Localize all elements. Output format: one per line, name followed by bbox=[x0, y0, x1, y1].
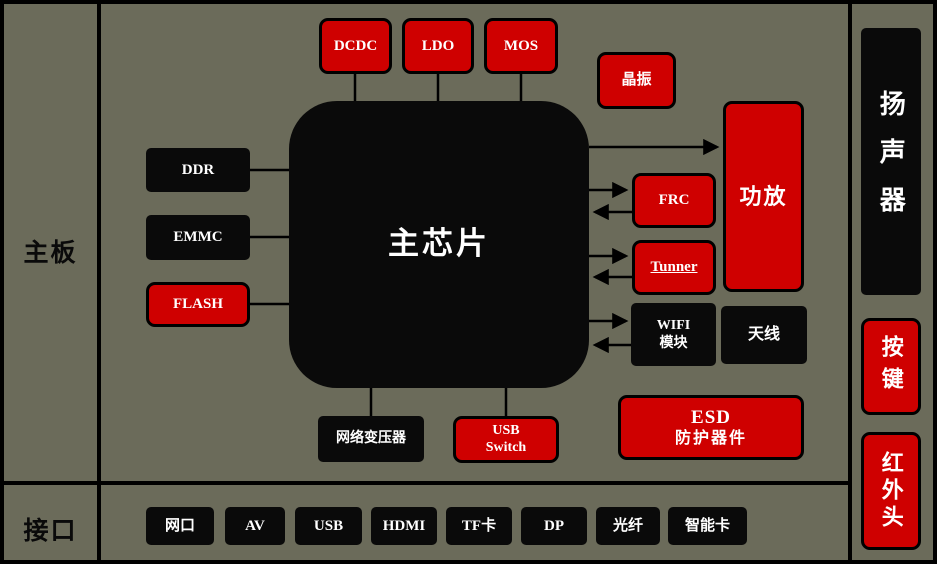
interface-item-tf-card: TF卡 bbox=[446, 507, 512, 545]
flash-label: FLASH bbox=[172, 296, 223, 313]
main-chip-block: 主芯片 bbox=[289, 101, 589, 388]
network-transformer-block: 网络变压器 bbox=[318, 416, 424, 462]
ldo-label: LDO bbox=[421, 37, 455, 54]
mos-block: MOS bbox=[484, 18, 558, 74]
ir-receiver-label: 红外头 bbox=[878, 450, 904, 532]
keys-label: 按键 bbox=[878, 334, 904, 399]
interface-item-label: DP bbox=[544, 517, 564, 534]
flash-block: FLASH bbox=[146, 282, 250, 327]
frc-label: FRC bbox=[658, 192, 690, 209]
usb-switch-label-line1: USB bbox=[492, 423, 520, 439]
speaker-block: 扬声器 bbox=[861, 28, 921, 295]
divider-right-column bbox=[848, 4, 852, 560]
ldo-block: LDO bbox=[402, 18, 474, 74]
interface-item-lan: 网口 bbox=[146, 507, 214, 545]
board-section-label: 主板 bbox=[23, 239, 78, 267]
ddr-block: DDR bbox=[146, 148, 250, 192]
divider-left-column bbox=[97, 4, 101, 560]
interface-item-label: AV bbox=[245, 517, 265, 534]
interface-section-label: 接口 bbox=[23, 517, 78, 545]
ddr-label: DDR bbox=[181, 161, 215, 178]
ir-receiver-block: 红外头 bbox=[861, 432, 921, 550]
emmc-block: EMMC bbox=[146, 215, 250, 260]
keys-block: 按键 bbox=[861, 318, 921, 415]
antenna-label: 天线 bbox=[747, 326, 780, 343]
amplifier-label: 功放 bbox=[739, 183, 788, 209]
emmc-label: EMMC bbox=[173, 229, 223, 246]
interface-item-label: TF卡 bbox=[461, 517, 497, 534]
dcdc-block: DCDC bbox=[319, 18, 392, 74]
amplifier-block: 功放 bbox=[723, 101, 804, 292]
interface-item-label: 网口 bbox=[164, 517, 195, 534]
tuner-block: Tunner bbox=[632, 240, 716, 295]
interface-item-usb: USB bbox=[295, 507, 362, 545]
crystal-oscillator-label: 晶振 bbox=[621, 72, 652, 89]
interface-item-smart-card: 智能卡 bbox=[668, 507, 747, 545]
interface-item-label: USB bbox=[313, 517, 344, 534]
wifi-module-label-line2: 模块 bbox=[659, 335, 688, 351]
interface-item-label: HDMI bbox=[382, 517, 426, 534]
divider-interface-row bbox=[4, 481, 852, 485]
tuner-label: Tunner bbox=[650, 259, 698, 276]
speaker-label: 扬声器 bbox=[876, 89, 907, 234]
dcdc-label: DCDC bbox=[333, 37, 378, 54]
crystal-oscillator-block: 晶振 bbox=[597, 52, 676, 109]
esd-protection-block: ESD 防护器件 bbox=[618, 395, 804, 460]
esd-label-line2: 防护器件 bbox=[674, 430, 747, 448]
interface-item-hdmi: HDMI bbox=[371, 507, 437, 545]
mos-label: MOS bbox=[503, 37, 539, 54]
frc-block: FRC bbox=[632, 173, 716, 228]
interface-item-av: AV bbox=[225, 507, 285, 545]
wifi-module-label-line1: WIFI bbox=[656, 318, 691, 333]
esd-label-line1: ESD bbox=[691, 406, 731, 428]
wifi-module-block: WIFI 模块 bbox=[631, 303, 716, 366]
interface-item-dp: DP bbox=[521, 507, 587, 545]
antenna-block: 天线 bbox=[721, 306, 807, 364]
interface-item-optical: 光纤 bbox=[596, 507, 660, 545]
main-chip-label: 主芯片 bbox=[388, 226, 490, 262]
interface-item-label: 智能卡 bbox=[684, 517, 730, 534]
usb-switch-label-line2: Switch bbox=[485, 439, 527, 455]
usb-switch-block: USB Switch bbox=[453, 416, 559, 463]
interface-item-label: 光纤 bbox=[612, 517, 643, 534]
network-transformer-label: 网络变压器 bbox=[336, 431, 406, 447]
